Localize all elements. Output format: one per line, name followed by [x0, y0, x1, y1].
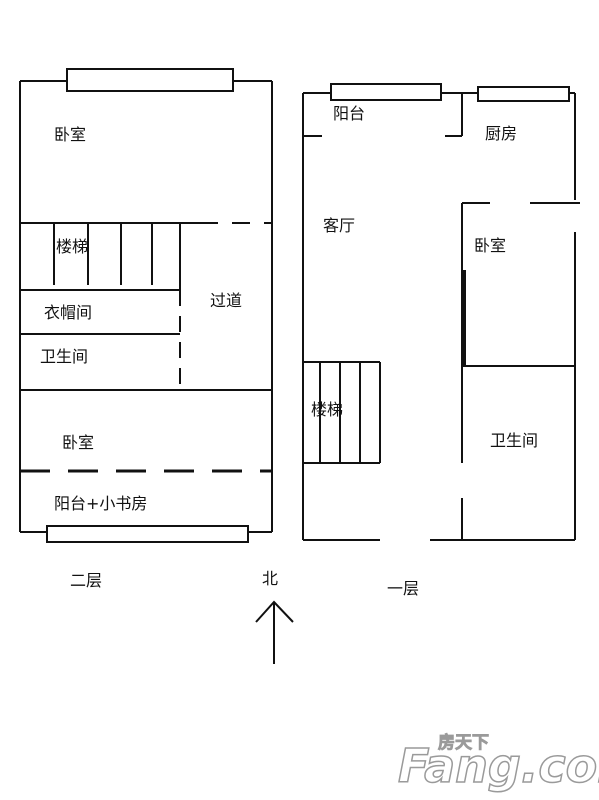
floor1-living-room-label: 客厅	[323, 216, 355, 235]
floor1-window-balcony	[330, 83, 442, 101]
floor2-bathroom-label: 卫生间	[40, 347, 88, 366]
floor1-bedroom-label: 卧室	[474, 236, 506, 255]
north-label: 北	[262, 569, 278, 588]
floor2-window-top	[66, 68, 234, 92]
floor2-caption: 二层	[70, 571, 102, 590]
floor2-stairs-label: 楼梯	[56, 237, 88, 256]
watermark-latin: Fang.com	[398, 739, 599, 793]
watermark-chinese: 房天下	[438, 732, 489, 753]
north-arrow-head	[255, 600, 294, 623]
floor1-plan	[302, 83, 580, 541]
floor2-bedroom-top-label: 卧室	[54, 125, 86, 144]
floor2-corridor-label: 过道	[210, 291, 242, 310]
floor1-bathroom-label: 卫生间	[490, 431, 538, 450]
floor2-plan	[19, 68, 273, 543]
floor2-bedroom-bottom-label: 卧室	[62, 433, 94, 452]
floor1-stairs-label: 楼梯	[311, 400, 343, 419]
floor2-closet-label: 衣帽间	[44, 303, 92, 322]
north-arrow-icon	[255, 600, 294, 664]
floor2-balcony-study-label: 阳台+小书房	[54, 494, 147, 513]
floor1-balcony-label: 阳台	[333, 104, 365, 123]
floor1-kitchen-label: 厨房	[485, 124, 517, 143]
floor1-caption: 一层	[387, 579, 419, 598]
floor1-window-kitchen	[477, 86, 570, 102]
floor2-window-bottom	[46, 525, 249, 543]
